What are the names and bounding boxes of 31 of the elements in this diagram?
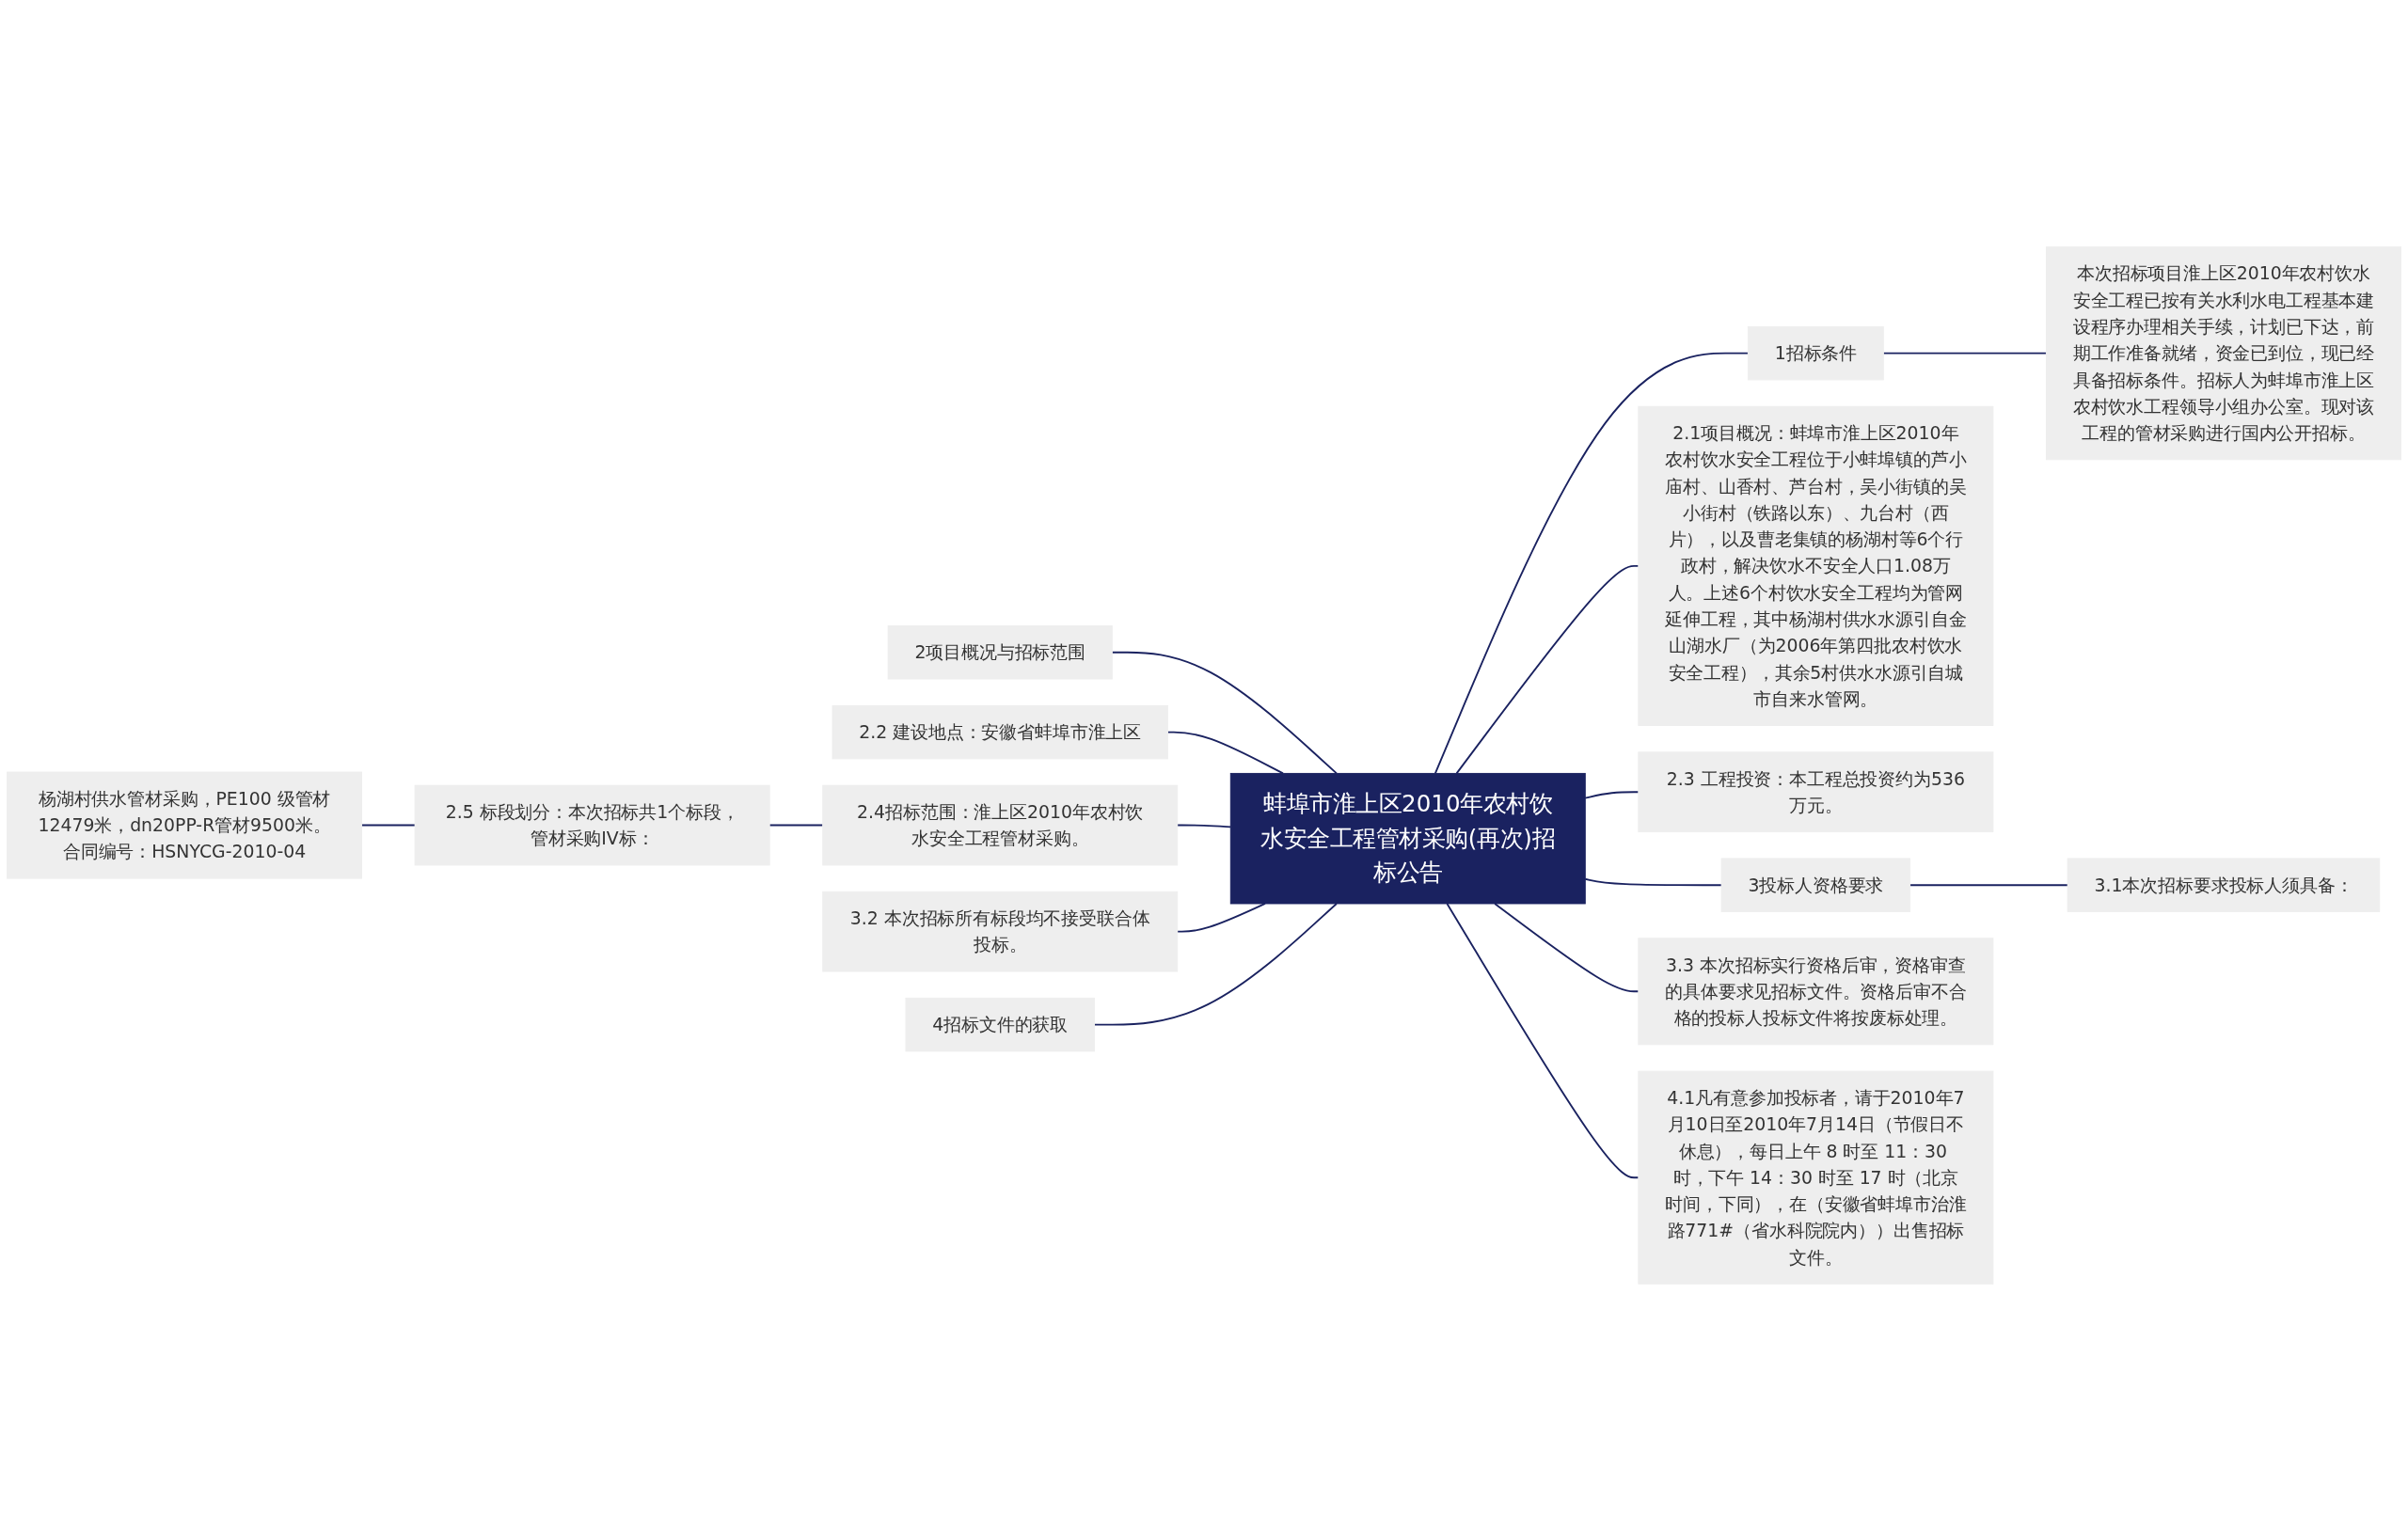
node-box: 2项目概况与招标范围 — [887, 624, 1113, 680]
node-box: 4.1凡有意参加投标者，请于2010年7月10日至2010年7月14日（节假日不休息），每日上午 8 时至 11：30 时，下午 14：30 时至 17 时（北京时间，下同），在（安徽省蚌埠市治淮路771#（省水科院院内））出售招标文件。 — [1638, 1070, 1994, 1285]
node-box: 3投标人资格要求 — [1720, 858, 1911, 912]
connector — [1455, 564, 1640, 774]
connector — [1584, 790, 1640, 799]
node-box: 2.2 建设地点：安徽省蚌埠市淮上区 — [832, 704, 1168, 759]
connector — [768, 824, 824, 827]
connector — [1882, 352, 2048, 355]
node-box: 本次招标项目淮上区2010年农村饮水安全工程已按有关水利水电工程基本建设程序办理相关手续，计划已下达，前期工作准备就绪，资金已到位，现已经具备招标条件。招标人为蚌埠市淮上区农村饮水工程领导小组办公室。现对该工程的管材采购进行国内公开招标。 — [2045, 245, 2401, 460]
node-box: 蚌埠市淮上区2010年农村饮水安全工程管材采购(再次)招标公告 — [1229, 772, 1586, 904]
connector — [1166, 731, 1284, 774]
connector — [360, 824, 417, 827]
node-box: 1招标条件 — [1747, 325, 1884, 380]
node-box: 2.4招标范围：淮上区2010年农村饮水安全工程管材采购。 — [822, 784, 1179, 865]
connector — [1176, 824, 1232, 828]
connector — [1909, 883, 2069, 886]
node-box: 3.3 本次招标实行资格后审，资格审查的具体要求见招标文件。资格后审不合格的投标人投标文件将按废标处理。 — [1638, 937, 1994, 1045]
connector — [1176, 902, 1266, 933]
node-box: 3.2 本次招标所有标段均不接受联合体投标。 — [822, 891, 1179, 972]
node-box: 2.3 工程投资：本工程总投资约为536万元。 — [1638, 750, 1994, 832]
connector — [1494, 902, 1640, 992]
node-box: 杨湖村供水管材采购，PE100 级管材12479米，dn20PP-R管材9500米。合同编号：HSNYCG-2010-04 — [7, 771, 363, 879]
node-box: 4招标文件的获取 — [905, 997, 1095, 1051]
connector — [1093, 902, 1338, 1026]
node-box: 2.5 标段划分：本次招标共1个标段，管材采购IV标： — [414, 784, 770, 865]
connector — [1446, 902, 1640, 1178]
connector — [1434, 352, 1750, 774]
connector — [1111, 651, 1338, 774]
node-box: 3.1本次招标要求投标人须具备： — [2067, 858, 2381, 912]
node-box: 2.1项目概况：蚌埠市淮上区2010年农村饮水安全工程位于小蚌埠镇的芦小庙村、山香村、芦台村，吴小街镇的吴小街村（铁路以东）、九台村（西片），以及曹老集镇的杨湖村等6个行政村，解决饮水不安全人口1.08万人。上述6个村饮水安全工程均为管网延伸工程，其中杨湖村供水水源引自金山湖水厂（为2006年第四批农村饮水安全工程），其余5村供水水源引自城市自来水管网。 — [1638, 405, 1994, 726]
connector — [1584, 877, 1723, 886]
